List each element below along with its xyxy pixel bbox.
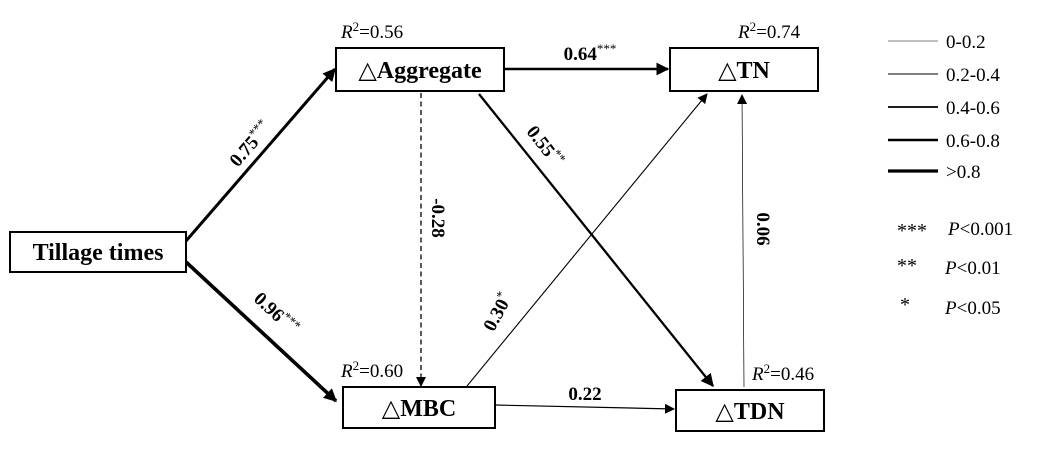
coef-tillage-mbc: 0.96*** [249,286,304,340]
legend-sig-text-0: P<0.001 [947,219,1013,240]
legend-sig-stars-2: * [900,294,910,316]
legend-label-4: >0.8 [946,162,980,183]
node-tillage-times-label: Tillage times [33,240,164,266]
path-tillage-mbc [184,260,338,403]
legend-label-0: 0-0.2 [946,32,986,53]
node-aggregate: △Aggregate R2=0.56 [335,19,505,92]
path-mbc-tdn [494,403,675,414]
coef-aggregate-tdn: 0.55** [522,120,569,171]
paths [184,62,748,414]
path-tillage-aggregate [184,68,337,242]
path-mbc-tn [466,93,708,387]
node-tillage-times: Tillage times [9,231,187,273]
legend-sig-text-2: P<0.05 [944,298,1001,319]
path-aggregate-tdn [478,93,714,388]
legend-label-2: 0.4-0.6 [946,98,1000,119]
legend-significance: *** P<0.001 ** P<0.01 * P<0.05 [897,219,1013,319]
node-mbc: △MBC R2=0.60 [340,358,496,429]
coef-aggregate-mbc: -0.28 [427,198,448,238]
coef-mbc-tn: 0.30* [477,289,517,335]
coef-tillage-aggregate: 0.75*** [223,116,276,172]
r2-mbc: R2=0.60 [340,358,403,382]
node-tdn: △TDN R2=0.46 [675,361,825,432]
node-mbc-label: △MBC [382,396,456,422]
legend-widths: 0-0.2 0.2-0.4 0.4-0.6 0.6-0.8 >0.8 [888,32,1000,183]
node-tn: △TN R2=0.74 [669,19,819,92]
coef-aggregate-tn: 0.64*** [564,41,617,65]
legend-sig-text-1: P<0.01 [944,258,1001,279]
r2-tn: R2=0.74 [737,19,801,43]
node-tdn-label: △TDN [715,399,785,425]
legend-label-3: 0.6-0.8 [946,131,1000,152]
path-tdn-tn [737,94,748,388]
legend-sig-stars-0: *** [897,220,927,242]
legend-label-1: 0.2-0.4 [946,65,1000,86]
coef-mbc-tdn: 0.22 [568,384,601,405]
node-tn-label: △TN [718,58,770,84]
r2-aggregate: R2=0.56 [340,19,403,43]
legend-sig-stars-1: ** [897,255,917,277]
coef-tdn-tn: 0.06 [752,212,773,245]
node-aggregate-label: △Aggregate [358,58,482,84]
r2-tdn: R2=0.46 [751,361,814,385]
